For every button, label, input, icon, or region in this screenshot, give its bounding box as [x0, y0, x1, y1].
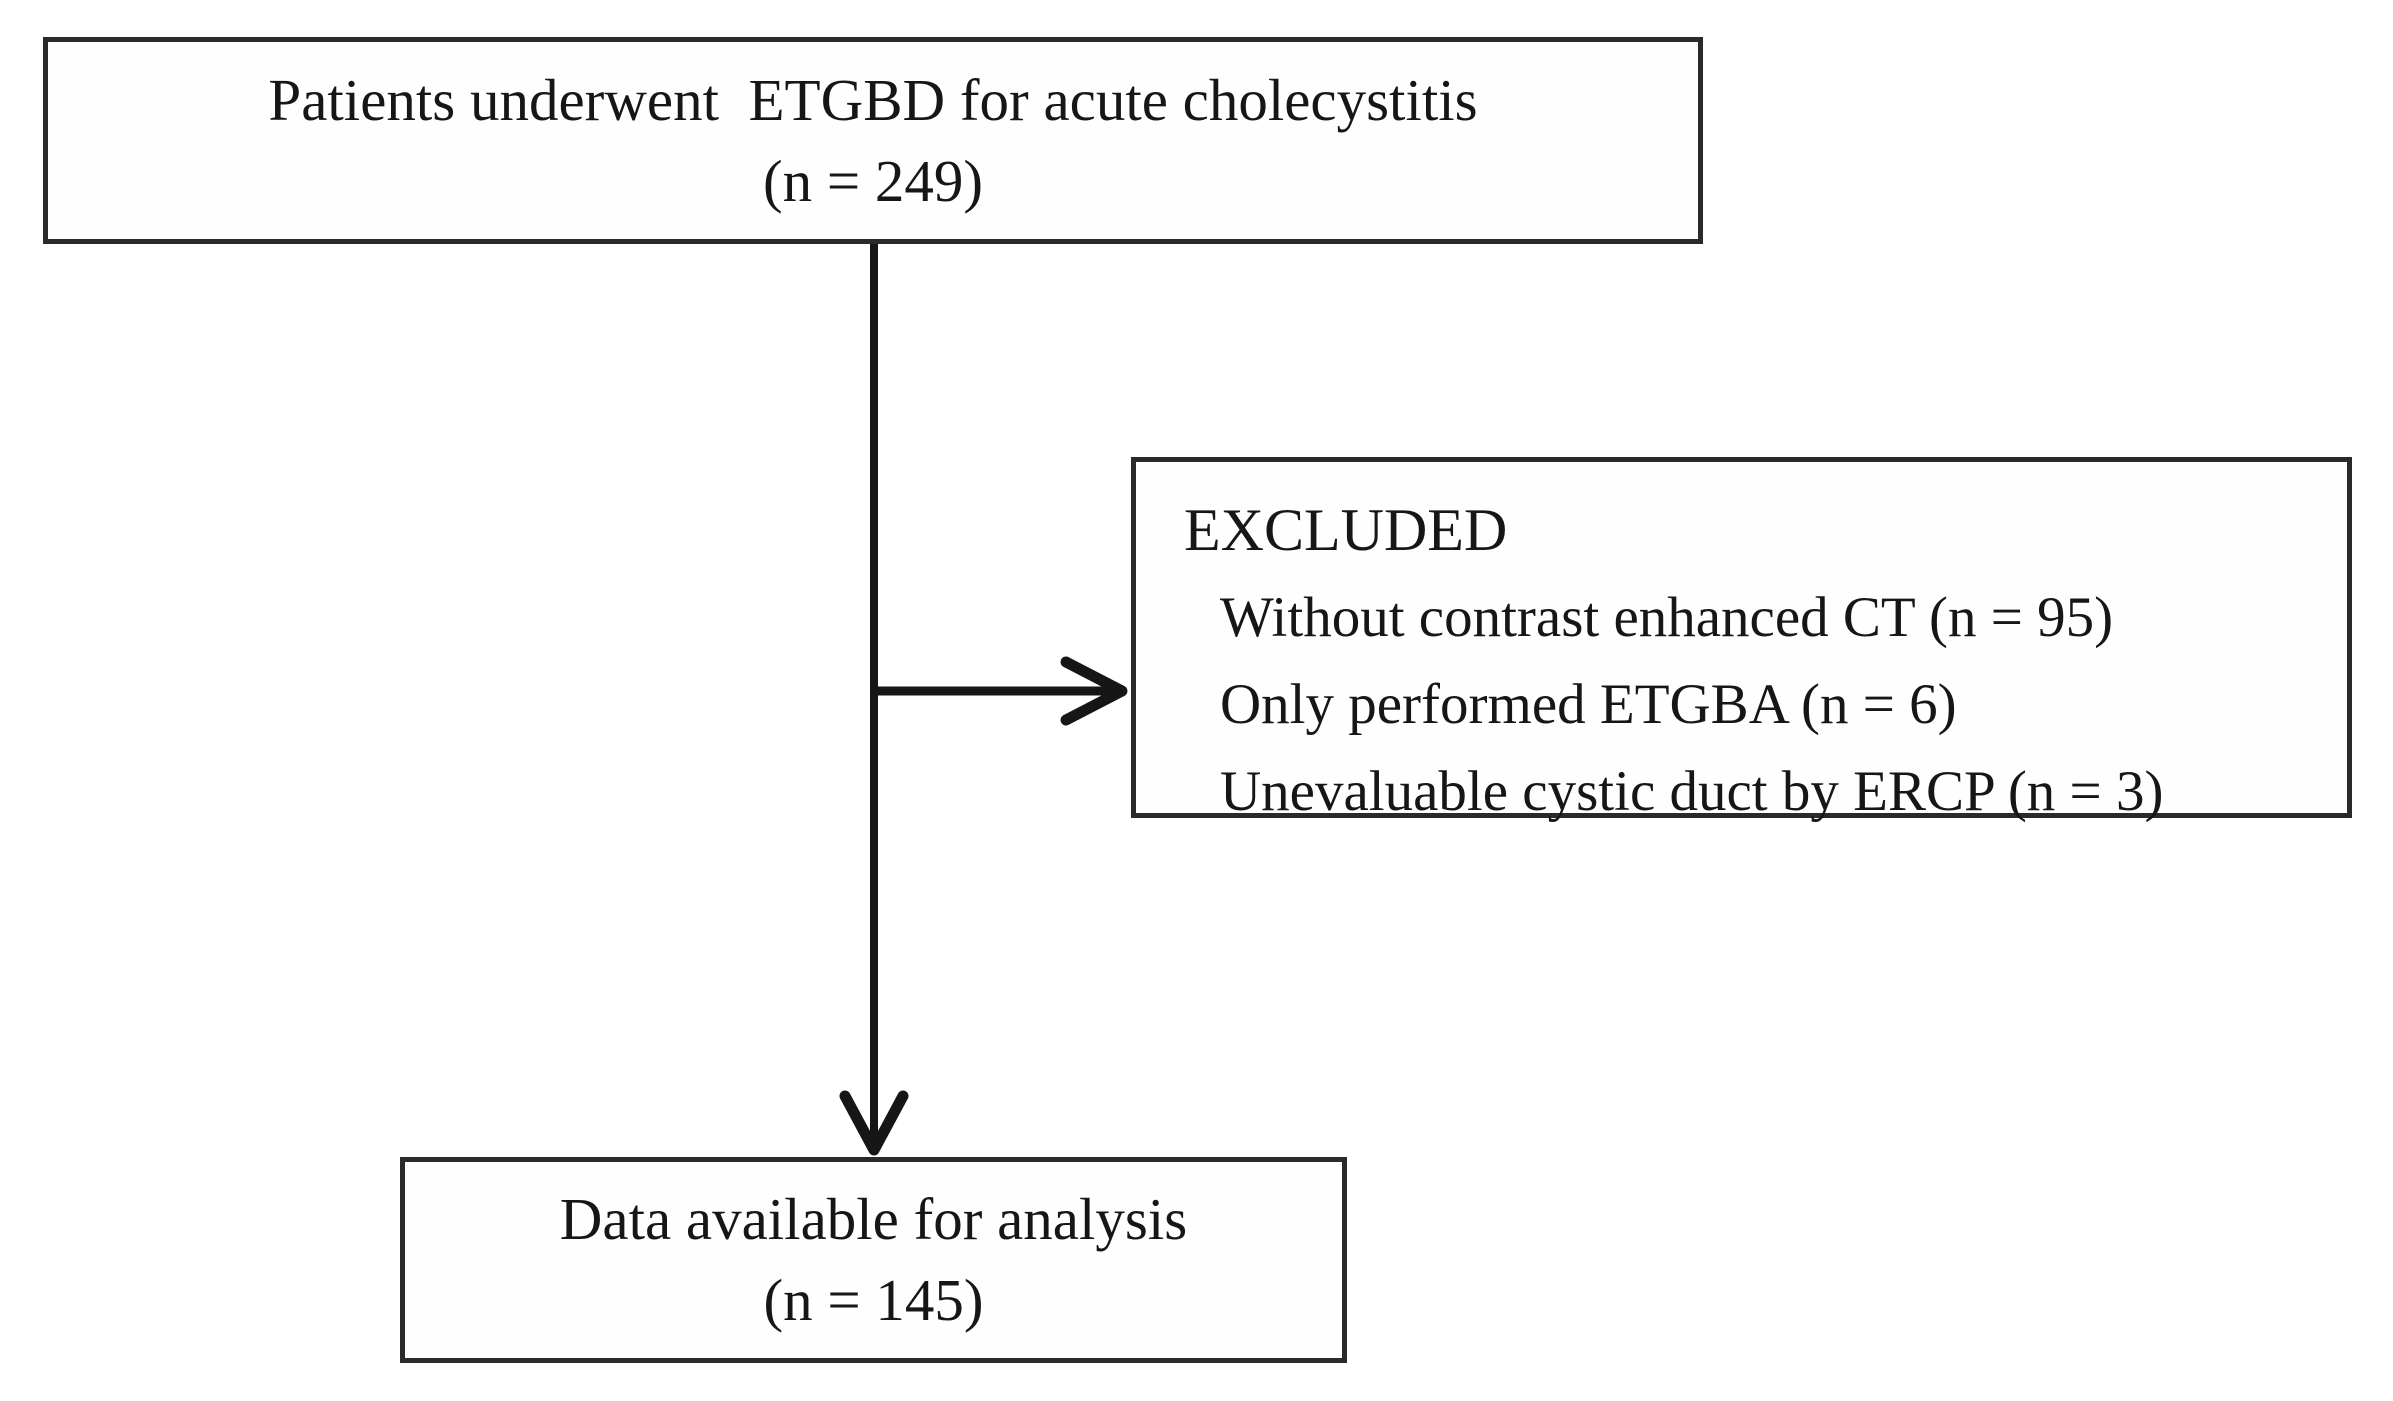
excluded-box-title: EXCLUDED	[1184, 497, 1508, 563]
analysis-box-count: (n = 145)	[763, 1267, 984, 1333]
excluded-box: EXCLUDED Without contrast enhanced CT (n…	[1131, 457, 2352, 823]
analysis-box-text: Data available for analysis	[559, 1186, 1188, 1252]
enrollment-box-count: (n = 249)	[762, 147, 984, 214]
analysis-box: Data available for analysis (n = 145)	[400, 1157, 1347, 1363]
excluded-item: Unevaluable cystic duct by ERCP (n = 3)	[1220, 760, 2164, 823]
enrollment-box: Patients underwent ETGBD for acute chole…	[43, 37, 1703, 244]
excluded-item: Only performed ETGBA (n = 6)	[1220, 673, 1957, 736]
right-arrowhead-icon	[1060, 656, 1128, 726]
excluded-item: Without contrast enhanced CT (n = 95)	[1220, 586, 2114, 649]
enrollment-box-text: Patients underwent ETGBD for acute chole…	[268, 66, 1478, 133]
down-arrowhead-icon	[839, 1090, 909, 1156]
